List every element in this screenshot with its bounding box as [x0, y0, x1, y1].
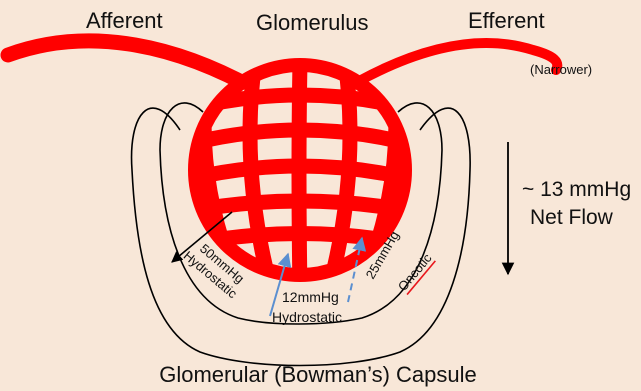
hydrostatic-12-value: 12mmHg — [282, 289, 339, 305]
efferent-label: Efferent — [468, 8, 545, 33]
afferent-label: Afferent — [86, 8, 163, 33]
net-flow-value: ~ 13 mmHg — [522, 178, 631, 201]
capsule-label: Glomerular (Bowman’s) Capsule — [159, 362, 477, 387]
oncotic-25-name: Oncotic — [395, 250, 435, 294]
hydrostatic-12-name: Hydrostatic — [272, 309, 342, 325]
narrower-label: (Narrower) — [530, 62, 592, 77]
glomerulus-label: Glomerulus — [256, 10, 368, 35]
oncotic-25-name-group: Oncotic — [395, 250, 436, 294]
net-flow-label: Net Flow — [530, 206, 614, 229]
